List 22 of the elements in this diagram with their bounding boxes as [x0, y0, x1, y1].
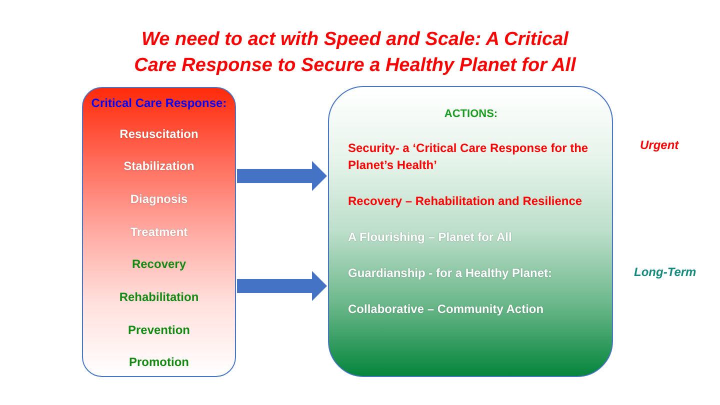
side-note: Long-Term — [634, 264, 696, 280]
action-item: Collaborative – Community Action — [348, 301, 545, 318]
title: We need to act with Speed and Scale: A Critical Care Response to Secure a Healthy Planet for All — [133, 28, 578, 78]
action-item: Recovery – Rehabilitation and Resilience — [348, 193, 584, 210]
action-item: A Flourishing – Planet for All — [348, 229, 513, 246]
list-item: Promotion — [128, 355, 190, 370]
list-item: Prevention — [126, 322, 191, 338]
side-note: Urgent — [640, 137, 679, 153]
list-item: Treatment — [129, 224, 189, 240]
action-item: Security- a ‘Critical Care Response for the Planet’s Health’ — [348, 140, 590, 174]
list-item: Resuscitation — [118, 126, 200, 142]
rounded-panel — [82, 87, 236, 377]
list-item: Diagnosis — [129, 192, 189, 207]
block-arrow — [237, 271, 327, 301]
action-item: Guardianship - for a Healthy Planet: — [348, 265, 554, 282]
panel-heading: ACTIONS: — [443, 107, 499, 121]
list-heading: Critical Care Response: — [90, 96, 228, 110]
block-arrow — [237, 161, 327, 191]
rounded-panel — [328, 86, 613, 377]
list-item: Recovery — [130, 257, 188, 272]
list-item: Rehabilitation — [118, 290, 200, 305]
list-item: Stabilization — [122, 159, 196, 174]
